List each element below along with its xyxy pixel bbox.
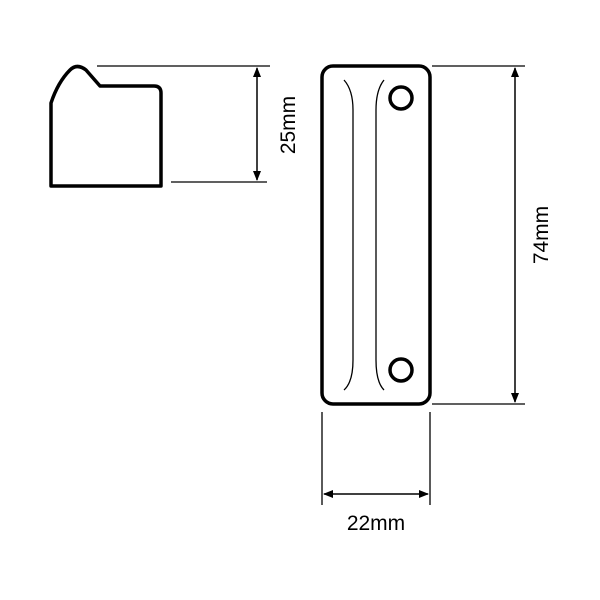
- groove-left: [343, 79, 354, 391]
- dimension-label-width: 22mm: [347, 512, 405, 535]
- screw-hole-top: [388, 85, 414, 111]
- magnet-body-outline: [320, 64, 432, 406]
- dimension-label-length: 74mm: [530, 206, 553, 264]
- screw-hole-bottom: [388, 357, 414, 383]
- groove-right: [375, 79, 385, 391]
- dimension-label-height: 25mm: [277, 96, 300, 154]
- side-profile-outline: [49, 64, 163, 188]
